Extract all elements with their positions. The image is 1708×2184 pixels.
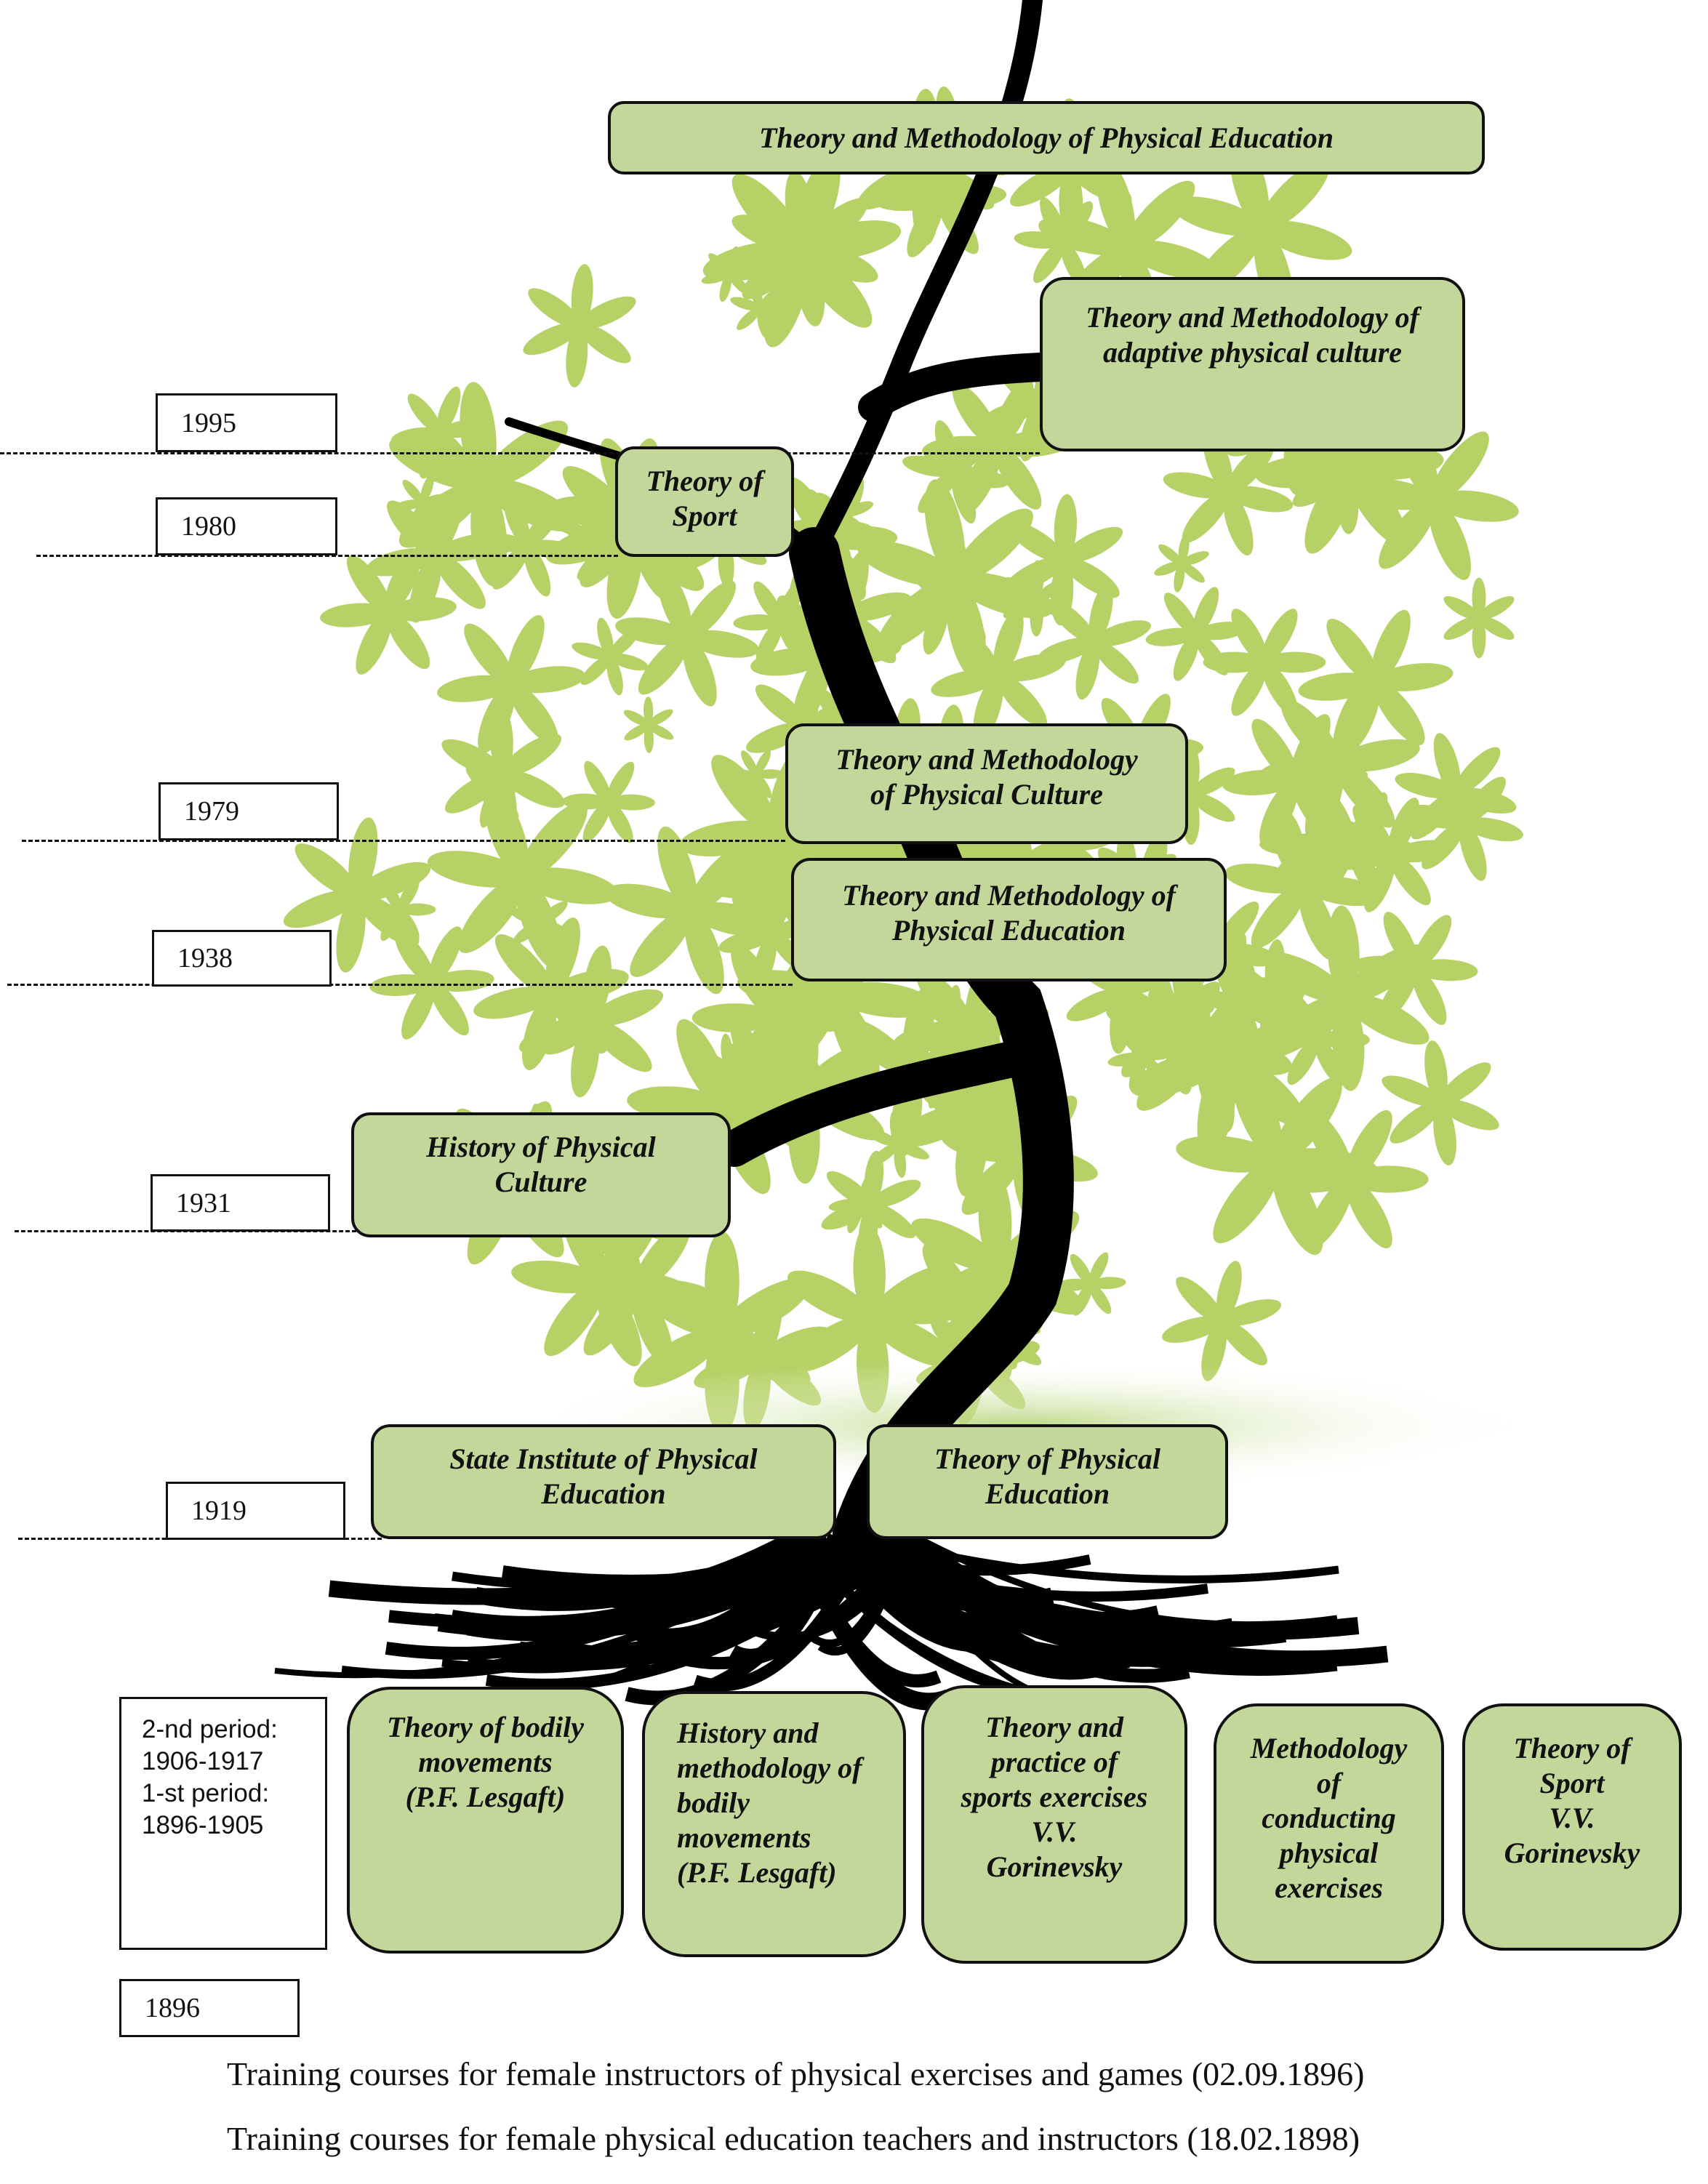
leaf-cluster [610,687,687,763]
node-label: History of Physical Culture [426,1131,656,1198]
node-adaptive-physical-culture: Theory and Methodology of adaptive physi… [1040,277,1465,451]
node-label: Theory of Sport V.V. Gorinevsky [1504,1732,1640,1869]
root-strand [473,1533,793,1611]
node-label: Theory and Methodology of Physical Educa… [759,121,1334,154]
year-label-1979: 1979 [159,782,339,840]
node-history-physical-culture: History of Physical Culture [351,1112,731,1237]
root-node-theory-of-sport-gorinevsky: Theory of Sport V.V. Gorinevsky [1462,1703,1682,1951]
node-theory-methodology-physical-culture: Theory and Methodology of Physical Cultu… [785,723,1188,844]
node-label: Theory and Methodology of Physical Educa… [842,879,1176,947]
timeline-line-1995 [0,452,1040,454]
node-label: History and methodology of bodily moveme… [677,1717,862,1889]
year-label-1980: 1980 [156,497,337,555]
root-strand [437,1535,825,1638]
periods-box: 2-nd period: 1906-1917 1-st period: 1896… [119,1697,327,1950]
root-strand [786,1538,910,1590]
timeline-line-1980 [36,555,618,557]
root-strand [466,1536,889,1674]
timeline-line-1938 [7,984,793,986]
node-theory-methodology-pe-1938: Theory and Methodology of Physical Educa… [791,858,1227,981]
roots [274,1533,1389,1711]
root-strand [922,1538,1338,1629]
root-node-theory-bodily-movements: Theory of bodily movements (P.F. Lesgaft… [347,1687,624,1954]
year-label-1938: 1938 [152,930,332,987]
year-label-1896: 1896 [119,1979,300,2037]
year-label-1995: 1995 [156,393,337,452]
root-node-history-methodology-bodily-movements: History and methodology of bodily moveme… [642,1691,906,1957]
caption-1898-courses: Training courses for female physical edu… [227,2120,1360,2157]
root-strand [678,1537,913,1670]
root-node-methodology-conducting-exercises: Methodology of conducting physical exerc… [1214,1703,1444,1964]
caption-1896-courses: Training courses for female instructors … [227,2055,1365,2092]
year-label-1919: 1919 [166,1482,345,1540]
node-theory-of-sport: Theory of Sport [615,446,794,557]
leaf-cluster [1353,1016,1528,1189]
node-label: Theory and Methodology of Physical Cultu… [835,743,1138,811]
node-label: State Institute of Physical Education [449,1442,758,1510]
leaf-cluster [515,259,644,393]
node-theory-methodology-pe-top: Theory and Methodology of Physical Educa… [608,101,1485,174]
node-label: Theory and Methodology of adaptive physi… [1086,301,1419,369]
node-label: Theory and practice of sports exercises … [961,1711,1148,1883]
leaf-cluster [1149,530,1214,597]
node-label: Theory of bodily movements (P.F. Lesgaft… [386,1711,585,1813]
node-label: Theory of Physical Education [934,1442,1161,1510]
node-theory-of-pe: Theory of Physical Education [867,1424,1228,1539]
leaf-cluster [1440,577,1517,659]
year-label-1931: 1931 [151,1174,330,1232]
timeline-line-1979 [22,840,785,842]
root-strand [790,1535,1214,1667]
node-state-institute-pe: State Institute of Physical Education [371,1424,836,1539]
root-node-theory-practice-sports-exercises: Theory and practice of sports exercises … [921,1685,1187,1964]
node-label: Theory of Sport [646,465,763,532]
leaf-cluster [555,601,665,712]
leaf-cluster [1131,568,1261,700]
node-label: Methodology of conducting physical exerc… [1250,1732,1408,1904]
